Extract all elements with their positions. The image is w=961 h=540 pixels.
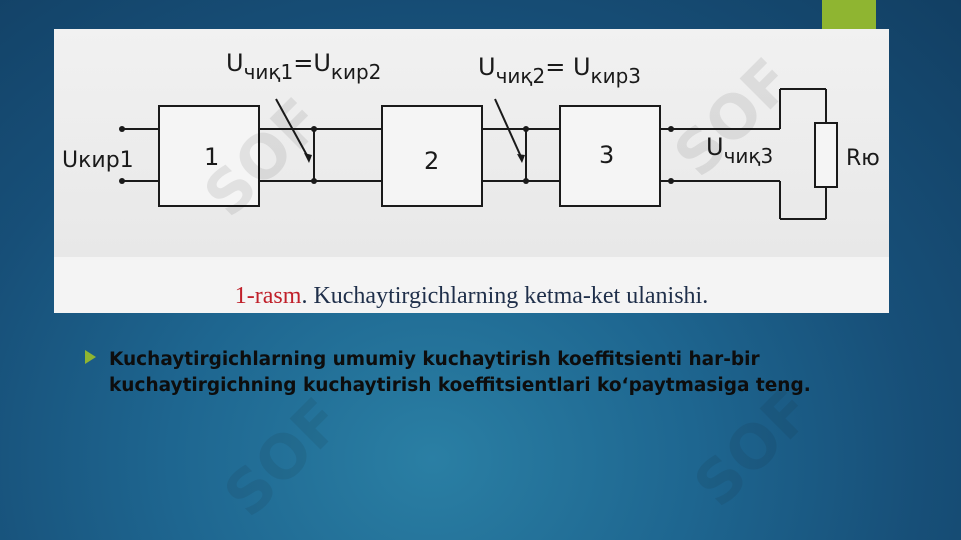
block-2	[381, 105, 483, 207]
u-out2-label: Uчиқ2= Uкир3	[478, 53, 641, 88]
block-1-label: 1	[204, 143, 219, 171]
bullet-arrow-icon	[85, 350, 96, 364]
block-2-label: 2	[424, 147, 439, 175]
u-out3-label: Uчиқ3	[706, 133, 773, 168]
figure-panel: 1 2 3 Uкир1 Uчиқ1=Uкир2 Uчиқ2= Uкир3 Uчи…	[54, 29, 889, 313]
block-1	[158, 105, 260, 207]
watermark-text: SOF	[211, 385, 356, 530]
caption-area	[54, 257, 889, 313]
u-in1-label: Uкир1	[62, 148, 134, 173]
figure-number: 1-rasm	[234, 283, 302, 309]
load-resistor	[814, 122, 838, 188]
accent-bar	[822, 0, 876, 30]
load-label: Rю	[846, 146, 880, 171]
figure-caption-text: . Kuchaytirgichlarning ketma-ket ulanish…	[301, 283, 709, 309]
block-3	[559, 105, 661, 207]
u-out1-label: Uчиқ1=Uкир2	[226, 49, 381, 84]
figure-caption: 1-rasm. Kuchaytirgichlarning ketma-ket u…	[54, 283, 889, 310]
bullet-text: Kuchaytirgichlarning umumiy kuchaytirish…	[109, 349, 811, 396]
block-3-label: 3	[599, 141, 614, 169]
amplifier-chain-diagram: 1 2 3 Uкир1 Uчиқ1=Uкир2 Uчиқ2= Uкир3 Uчи…	[62, 49, 880, 220]
